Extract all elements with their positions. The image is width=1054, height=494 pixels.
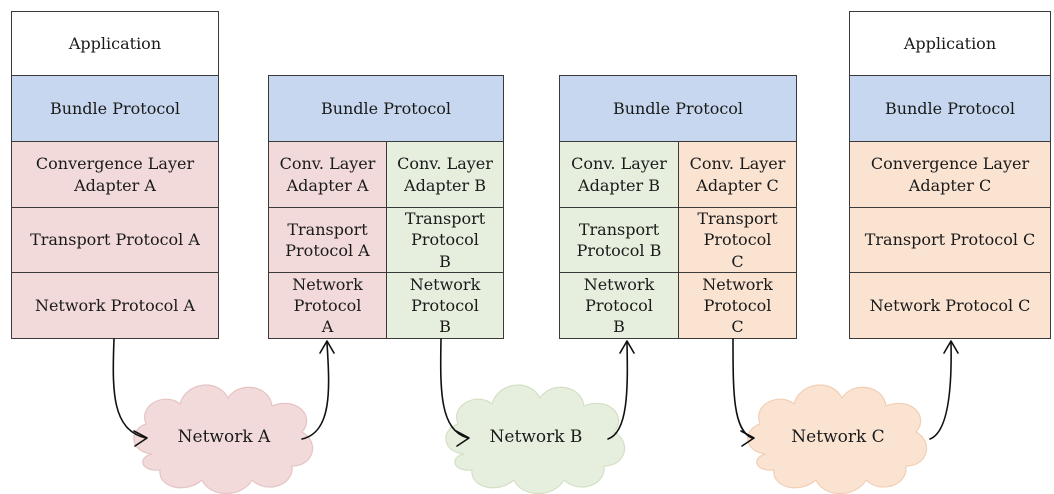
node-4-bundle-protocol-layer: Bundle Protocol	[849, 75, 1051, 142]
node-2-cla-b-label: Conv. Layer Adapter B	[397, 154, 493, 195]
node-4-network-layer: Network Protocol C	[849, 272, 1051, 339]
node-2-network-a-label: Network Protocol A	[292, 274, 363, 337]
node-4-application-layer: Application	[849, 11, 1051, 76]
arrowhead-into-network-b	[455, 430, 470, 447]
node-3-cla-c-label: Conv. Layer Adapter C	[689, 154, 786, 195]
node-1-application-label: Application	[68, 33, 162, 53]
node-4-network-label: Network Protocol C	[869, 295, 1031, 315]
node-3-network-c-label: Network Protocol C	[702, 274, 773, 337]
link-network-c-to-node4	[929, 342, 952, 440]
node-3-transport-c-label: Transport Protocol C	[697, 209, 778, 271]
node-4-cla-label: Convergence Layer Adapter C	[870, 154, 1030, 195]
node-4-application-label: Application	[903, 33, 997, 53]
node-3-bundle-label: Bundle Protocol	[612, 98, 744, 118]
node-1-transport-label: Transport Protocol A	[30, 230, 200, 250]
node-2-cla-a-label: Conv. Layer Adapter A	[279, 154, 376, 195]
arrowhead-into-node2	[319, 340, 335, 354]
node-2-cla-a-layer: Conv. Layer Adapter A	[268, 141, 387, 208]
arrowhead-into-network-c	[740, 430, 755, 447]
node-4-transport-layer: Transport Protocol C	[849, 207, 1051, 273]
node-4-bundle-label: Bundle Protocol	[884, 98, 1016, 118]
link-node2-to-network-b	[439, 338, 469, 439]
arrowhead-into-node3	[619, 340, 635, 354]
node-2-bundle-protocol-layer: Bundle Protocol	[268, 75, 504, 142]
node-4-cla-layer: Convergence Layer Adapter C	[849, 141, 1051, 208]
node-3-network-b-layer: Network Protocol B	[559, 272, 679, 339]
node-1-network-label: Network Protocol A	[34, 295, 196, 315]
node-3-cla-b-layer: Conv. Layer Adapter B	[559, 141, 679, 208]
node-2-network-b-label: Network Protocol B	[409, 274, 481, 337]
node-3-cla-c-layer: Conv. Layer Adapter C	[678, 141, 797, 208]
node-1-cla-label: Convergence Layer Adapter A	[35, 154, 195, 195]
node-2-bundle-label: Bundle Protocol	[320, 98, 452, 118]
node-2-transport-b-label: Transport Protocol B	[404, 209, 486, 271]
node-1-bundle-protocol-layer: Bundle Protocol	[11, 75, 219, 142]
node-4-transport-label: Transport Protocol C	[864, 230, 1036, 250]
arrowhead-into-network-a	[133, 430, 148, 447]
node-1-cla-layer: Convergence Layer Adapter A	[11, 141, 219, 208]
network-c-label: Network C	[791, 427, 884, 447]
network-b-label: Network B	[490, 427, 583, 447]
link-node3-to-network-c	[732, 338, 753, 439]
network-a-label: Network A	[178, 427, 271, 447]
node-3-cla-b-label: Conv. Layer Adapter B	[571, 154, 667, 195]
node-2-network-a-layer: Network Protocol A	[268, 272, 387, 339]
link-network-a-to-node2	[301, 342, 330, 440]
node-2-transport-a-layer: Transport Protocol A	[268, 207, 387, 273]
node-3-network-c-layer: Network Protocol C	[678, 272, 797, 339]
link-node1-to-network-a	[112, 338, 147, 439]
node-1-transport-layer: Transport Protocol A	[11, 207, 219, 273]
node-2-cla-b-layer: Conv. Layer Adapter B	[386, 141, 504, 208]
arrowhead-into-node4	[943, 340, 959, 354]
node-2-transport-a-label: Transport Protocol A	[285, 219, 370, 260]
node-1-application-layer: Application	[11, 11, 219, 76]
node-3-transport-c-layer: Transport Protocol C	[678, 207, 797, 273]
node-1-bundle-label: Bundle Protocol	[49, 98, 181, 118]
node-2-network-b-layer: Network Protocol B	[386, 272, 504, 339]
link-network-b-to-node3	[607, 342, 629, 440]
node-3-network-b-label: Network Protocol B	[583, 274, 655, 337]
node-1-network-layer: Network Protocol A	[11, 272, 219, 339]
node-3-bundle-protocol-layer: Bundle Protocol	[559, 75, 797, 142]
node-3-transport-b-label: Transport Protocol B	[576, 219, 662, 260]
node-3-transport-b-layer: Transport Protocol B	[559, 207, 679, 273]
